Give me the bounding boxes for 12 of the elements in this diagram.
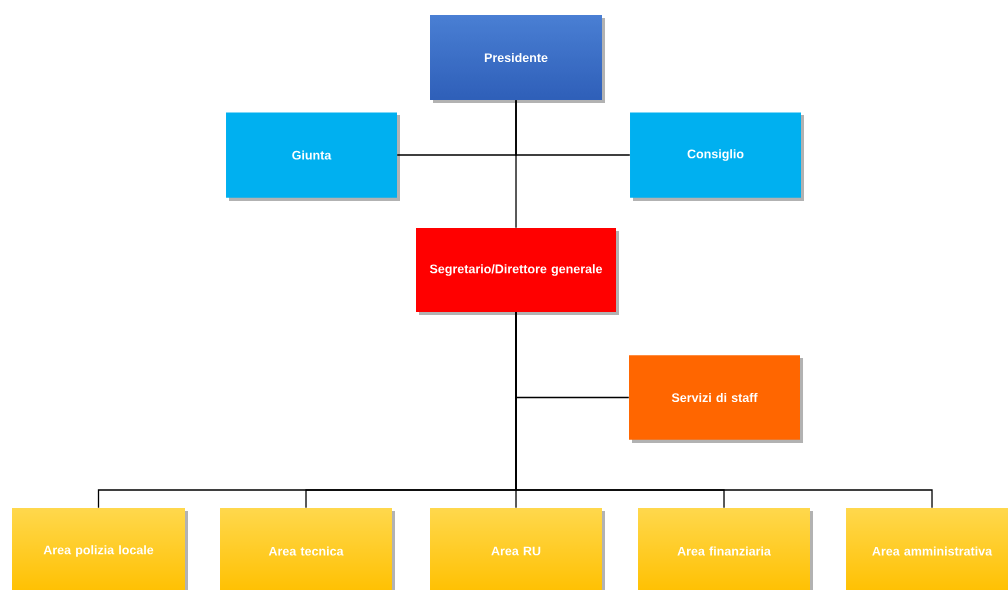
area-box: Area polizia locale: [12, 508, 188, 590]
area-box: Area amministrativa: [846, 508, 1008, 590]
area-box: Area finanziaria: [638, 508, 813, 590]
area-box: Area tecnica: [220, 508, 395, 590]
org-box: Segretario/Direttore generale: [416, 228, 619, 315]
connector-line: [515, 99, 517, 229]
area-box: Area RU: [430, 508, 605, 590]
org-box: Consiglio: [630, 112, 804, 201]
connector-line: [515, 311, 933, 509]
org-box: Servizi di staff: [629, 355, 803, 443]
title-box: Presidente: [430, 15, 605, 103]
org-box: Giunta: [226, 112, 400, 201]
